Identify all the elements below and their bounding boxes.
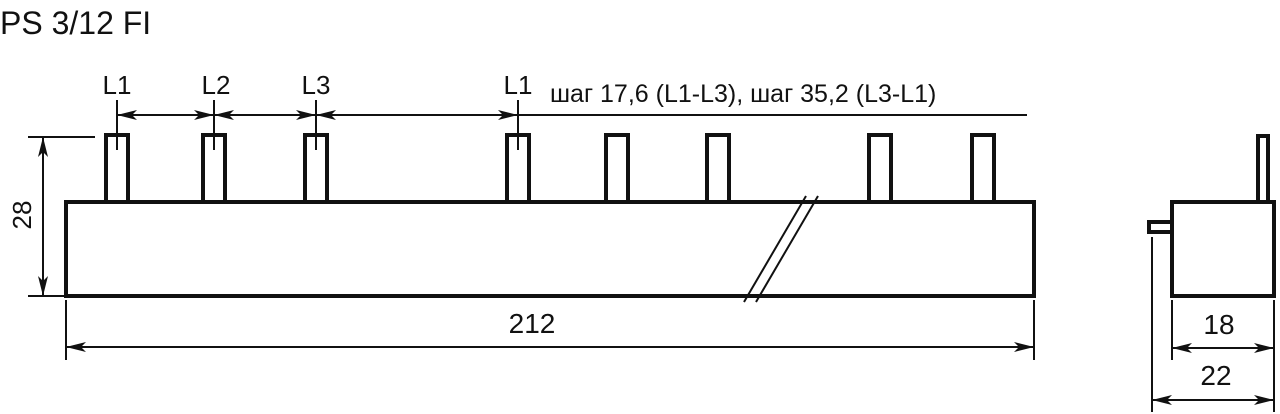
pin	[867, 133, 893, 204]
break-line	[755, 195, 819, 303]
pins	[104, 133, 996, 204]
phase-label: L1	[103, 70, 132, 100]
height-dimension: 28	[7, 201, 37, 230]
body-depth-dimension: 18	[1203, 309, 1234, 340]
break-line	[743, 195, 807, 303]
pin	[970, 133, 996, 204]
pin	[604, 133, 630, 204]
total-depth-dimension: 22	[1200, 360, 1231, 391]
busbar-body	[64, 200, 1036, 298]
pin	[705, 133, 731, 204]
drawing-title: PS 3/12 FI	[0, 5, 151, 41]
pitch-note: шаг 17,6 (L1-L3), шаг 35,2 (L3-L1)	[550, 80, 936, 108]
phase-label: L1	[504, 70, 533, 100]
side-view	[1147, 134, 1276, 412]
phase-label: L3	[302, 70, 331, 100]
phase-label: L2	[202, 70, 231, 100]
pitch-dimension	[116, 100, 1027, 150]
length-dimension: 212	[509, 308, 556, 339]
